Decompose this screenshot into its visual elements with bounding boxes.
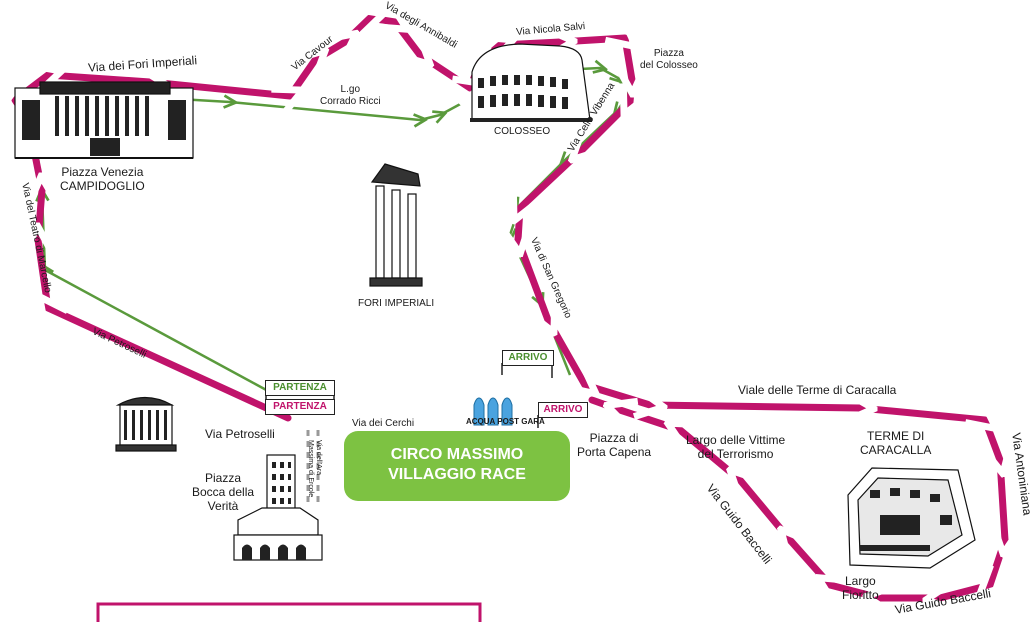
park-title-line2: VILLAGGIO RACE [388, 466, 526, 483]
label-largo-vittime-line1: Largo delle Vittime [686, 433, 786, 447]
label-campidoglio: CAMPIDOGLIO [60, 178, 145, 193]
label-colosseo: COLOSSEO [494, 126, 551, 137]
flag-partenza-magenta: PARTENZA [265, 399, 335, 415]
label-via-ara-massima-line2: Massima di Ercole [306, 440, 314, 498]
flag-arrivo-green: ARRIVO [502, 350, 554, 366]
label-piazza-colosseo: Piazza del Colosseo [640, 48, 698, 71]
church-icon [233, 454, 323, 561]
label-largo-fioritto: Largo Fioritto [842, 574, 879, 603]
label-largo-fioritto-line2: Fioritto [842, 587, 879, 602]
label-via-cerchi: Via dei Cerchi [352, 418, 415, 429]
label-porta-capena-line1: Piazza di [589, 431, 639, 445]
label-bocca-line1: Piazza [205, 471, 242, 485]
flag-arrivo-magenta: ARRIVO [538, 402, 588, 418]
baths-of-caracalla-icon [847, 467, 976, 569]
temple-columns-icon [369, 163, 423, 287]
label-largo-fioritto-line1: Largo [844, 574, 876, 588]
label-fori-imperiali: FORI IMPERIALI [358, 298, 435, 309]
label-via-ara-massima-line1: Via dell'Ara [315, 440, 322, 476]
label-bocca-line2: Bocca della [192, 484, 255, 499]
label-piazza-venezia-line1: Piazza Venezia [61, 165, 144, 179]
label-viale-caracalla: Viale delle Terme di Caracalla [738, 383, 897, 397]
label-terme-line1: TERME DI [867, 429, 925, 443]
ara-massima-marker [306, 430, 320, 505]
label-piazza-venezia: Piazza Venezia CAMPIDOGLIO [60, 165, 145, 194]
label-porta-capena: Piazza di Porta Capena [577, 431, 652, 460]
label-largo-ricci: L.go Corrado Ricci [320, 84, 381, 107]
label-bocca-line3: Verità [207, 498, 239, 513]
label-piazza-colosseo-line1: Piazza [653, 48, 684, 59]
label-piazza-colosseo-line2: del Colosseo [640, 59, 698, 71]
label-acqua-post-gara: ACQUA POST GARA [466, 417, 545, 426]
vittoriano-icon [14, 81, 194, 159]
legend-frame [96, 602, 482, 622]
label-via-petroselli: Via Petroselli [205, 427, 275, 441]
label-terme-line2: CARACALLA [860, 442, 932, 457]
water-bottles-icon [473, 397, 513, 426]
round-temple-icon [115, 396, 177, 452]
main-route-line [15, 18, 1005, 598]
park-title-line1: CIRCO MASSIMO [390, 446, 524, 463]
label-via-ara-massima: Via dell'Ara Massima di Ercole [306, 440, 322, 497]
label-largo-ricci-line2: Corrado Ricci [320, 95, 381, 107]
circo-massimo-village: CIRCO MASSIMO VILLAGGIO RACE [344, 431, 570, 501]
label-largo-vittime: Largo delle Vittime del Terrorismo [686, 433, 786, 462]
label-largo-ricci-line1: L.go [340, 84, 361, 95]
label-largo-vittime-line2: del Terrorismo [697, 446, 774, 461]
flag-partenza-green: PARTENZA [265, 380, 335, 396]
label-porta-capena-line2: Porta Capena [577, 444, 652, 459]
label-terme-caracalla: TERME DI CARACALLA [860, 429, 932, 458]
colosseum-icon [470, 43, 592, 122]
label-bocca-verita: Piazza Bocca della Verità [192, 471, 255, 513]
